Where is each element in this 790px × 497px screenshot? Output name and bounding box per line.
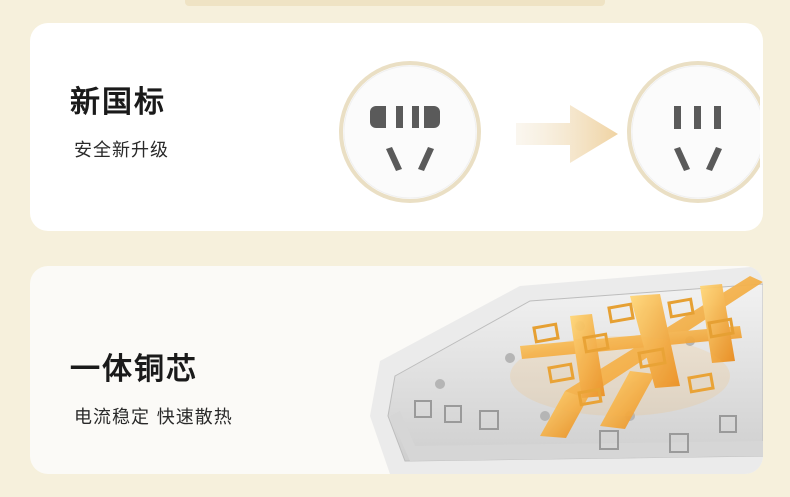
top-decoration bbox=[185, 0, 605, 6]
power-strip-illustration bbox=[370, 266, 763, 474]
new-socket-icon bbox=[627, 61, 760, 203]
feature-subtitle: 安全新升级 bbox=[74, 140, 169, 161]
feature-card-standard: 新国标 安全新升级 bbox=[30, 23, 763, 231]
feature-title: 新国标 bbox=[70, 85, 166, 120]
arrow-right-icon bbox=[516, 105, 618, 163]
feature-card-copper: 一体铜芯 电流稳定 快速散热 bbox=[30, 266, 763, 474]
feature-title: 一体铜芯 bbox=[70, 352, 198, 387]
feature-subtitle: 电流稳定 快速散热 bbox=[74, 407, 233, 428]
socket-comparison bbox=[330, 23, 760, 231]
old-socket-icon bbox=[339, 61, 481, 203]
